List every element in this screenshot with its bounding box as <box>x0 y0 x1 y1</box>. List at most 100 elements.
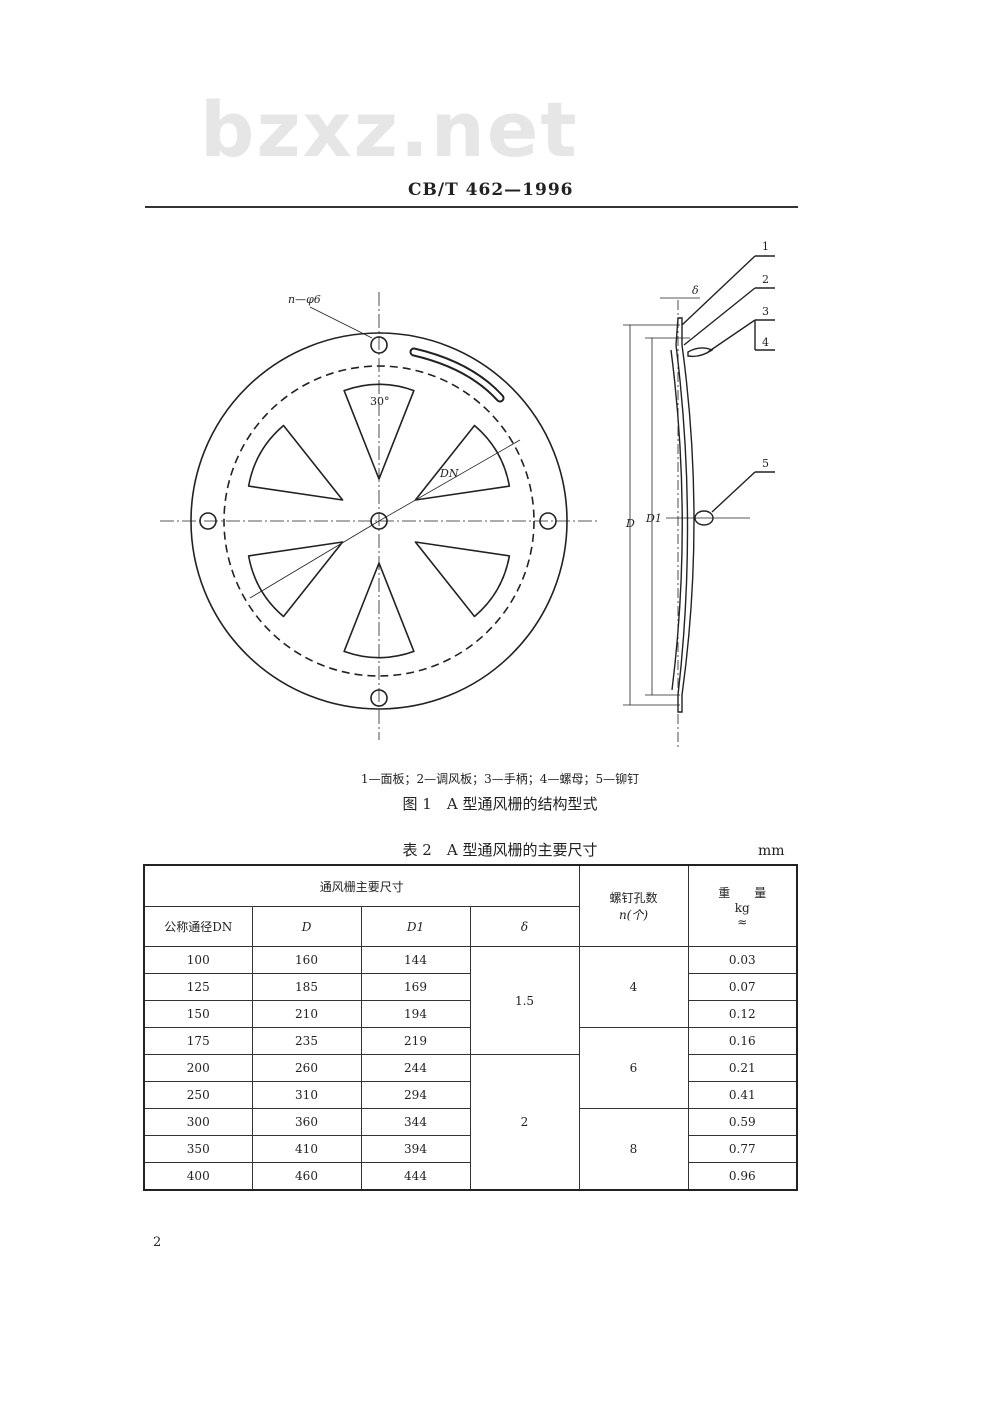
delta-header: δ <box>469 906 580 947</box>
vent-opening <box>343 562 415 659</box>
handle-slot <box>409 347 505 403</box>
callout-5: 5 <box>762 457 769 470</box>
holes-header: 螺钉孔数 n(个) <box>578 864 689 947</box>
angle-label: 30° <box>370 395 390 408</box>
vent-opening <box>247 424 344 501</box>
d-header-label: D <box>301 919 312 934</box>
weight-approx: ≈ <box>737 914 748 929</box>
table-unit: mm <box>758 843 785 859</box>
group-header: 通风栅主要尺寸 <box>143 864 580 907</box>
d1-cell: 144 <box>360 946 471 974</box>
holes-label: n—φ6 <box>288 293 321 306</box>
weight-cell: 0.21 <box>687 1054 798 1082</box>
front-view <box>160 292 600 740</box>
weight-unit: kg <box>734 900 750 915</box>
bolt-hole <box>370 336 388 354</box>
weight-cell: 0.59 <box>687 1108 798 1136</box>
callout-4: 4 <box>762 336 769 349</box>
figure-caption: 图 1 A 型通风栅的结构型式 <box>402 795 598 813</box>
weight-header-label: 重 量 <box>718 885 767 900</box>
d1-cell: 294 <box>360 1081 471 1109</box>
weight-cell: 0.12 <box>687 1000 798 1028</box>
vent-opening <box>343 383 415 480</box>
d1-cell: 444 <box>360 1162 471 1191</box>
d-cell: 260 <box>251 1054 362 1082</box>
holes-cell: 8 <box>578 1108 689 1191</box>
d-cell: 460 <box>251 1162 362 1191</box>
d-cell: 235 <box>251 1027 362 1055</box>
d-cell: 360 <box>251 1108 362 1136</box>
delta-cell: 2 <box>469 1054 580 1191</box>
watermark: bzxz.net <box>200 85 579 174</box>
dn-cell: 150 <box>143 1000 253 1028</box>
d1-header: D1 <box>360 906 471 947</box>
table-row: 125 185 169 0.07 <box>143 973 798 1001</box>
weight-cell: 0.03 <box>687 946 798 974</box>
weight-cell: 0.77 <box>687 1135 798 1163</box>
d-header: D <box>251 906 362 947</box>
d-label: D <box>625 517 635 530</box>
dn-cell: 200 <box>143 1054 253 1082</box>
page-number: 2 <box>153 1235 162 1250</box>
dn-cell: 400 <box>143 1162 253 1191</box>
vent-opening <box>414 424 511 501</box>
figure-1-drawing: n—φ6 30° DN 1 2 3 4 5 δ D <box>160 240 775 750</box>
vent-opening <box>414 541 511 618</box>
dn-cell: 175 <box>143 1027 253 1055</box>
dn-cell: 250 <box>143 1081 253 1109</box>
dn-label: DN <box>439 467 459 480</box>
outer-rim <box>190 332 568 710</box>
d-cell: 310 <box>251 1081 362 1109</box>
d1-cell: 344 <box>360 1108 471 1136</box>
dashed-circle-d1 <box>223 365 535 677</box>
d1-label: D1 <box>645 512 662 525</box>
header-rule <box>145 206 798 208</box>
holes-cell: 6 <box>578 1027 689 1109</box>
center-rivet <box>370 512 388 530</box>
delta-cell: 1.5 <box>469 946 580 1055</box>
callout-1: 1 <box>762 240 769 253</box>
weight-cell: 0.96 <box>687 1162 798 1191</box>
d1-cell: 169 <box>360 973 471 1001</box>
figure-legend: 1—面板；2—调风板；3—手柄；4—螺母；5—铆钉 <box>360 772 640 786</box>
bolt-hole <box>370 689 388 707</box>
callout-3: 3 <box>762 305 769 318</box>
d1-cell: 194 <box>360 1000 471 1028</box>
holes-header-label: 螺钉孔数 <box>609 891 658 905</box>
weight-cell: 0.41 <box>687 1081 798 1109</box>
side-view <box>623 255 775 750</box>
dn-cell: 125 <box>143 973 253 1001</box>
d1-cell: 219 <box>360 1027 471 1055</box>
bolt-hole <box>199 512 217 530</box>
delta-header-label: δ <box>520 919 529 934</box>
standard-number-header: CB/T 462—1996 <box>408 180 574 200</box>
weight-cell: 0.16 <box>687 1027 798 1055</box>
table-row: 400 460 444 0.96 <box>143 1162 798 1191</box>
dn-header: 公称通径DN <box>143 906 253 947</box>
holes-header-sub: n(个) <box>618 908 649 922</box>
vent-opening <box>247 541 344 618</box>
d1-cell: 244 <box>360 1054 471 1082</box>
dn-cell: 100 <box>143 946 253 974</box>
d-cell: 185 <box>251 973 362 1001</box>
weight-cell: 0.07 <box>687 973 798 1001</box>
dn-cell: 300 <box>143 1108 253 1136</box>
d-cell: 160 <box>251 946 362 974</box>
dn-leader <box>249 520 380 599</box>
d1-cell: 394 <box>360 1135 471 1163</box>
d1-header-label: D1 <box>406 919 425 934</box>
d-cell: 410 <box>251 1135 362 1163</box>
callout-2: 2 <box>762 273 769 286</box>
holes-cell: 4 <box>578 946 689 1028</box>
delta-label: δ <box>692 284 699 297</box>
bolt-hole <box>539 512 557 530</box>
table-caption: 表 2 A 型通风栅的主要尺寸 <box>402 841 598 859</box>
